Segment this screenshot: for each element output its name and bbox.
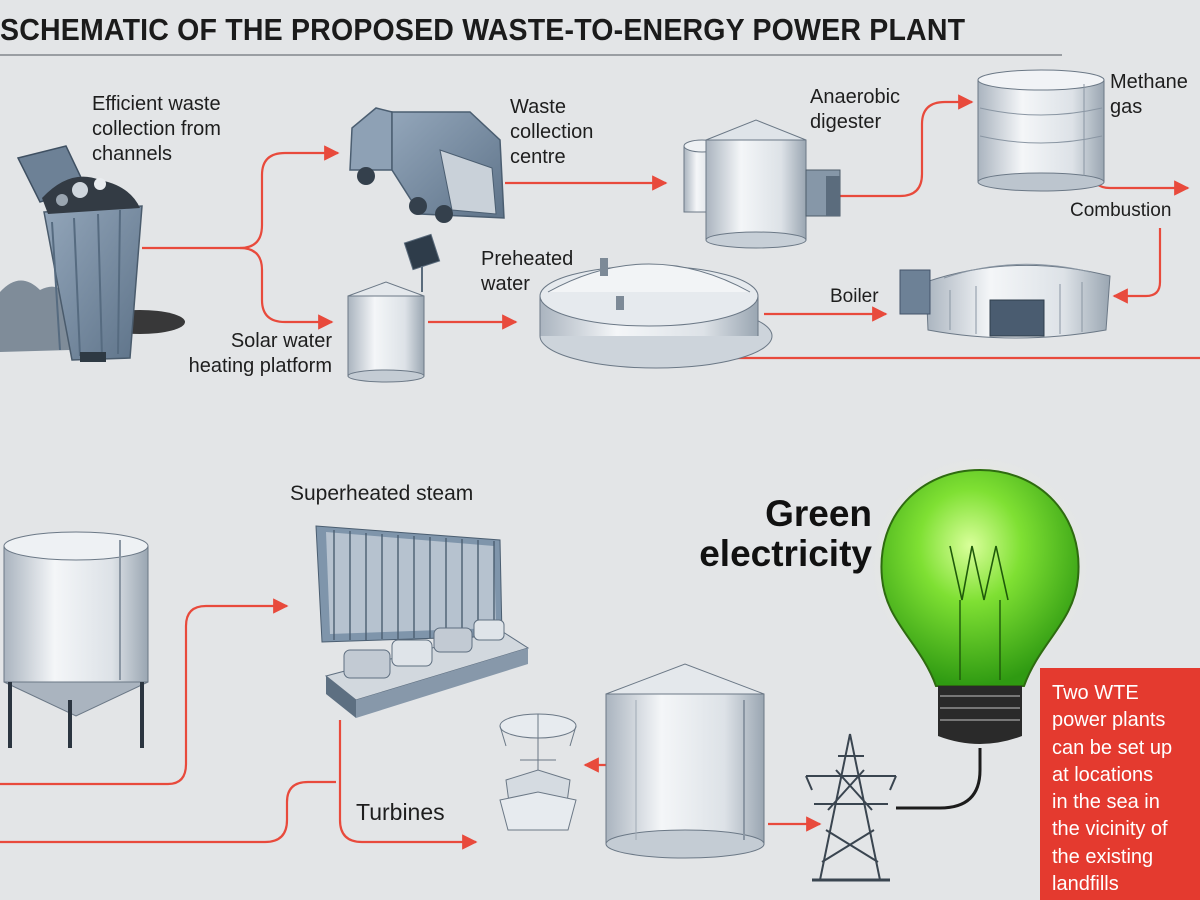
solar-water-heater-icon	[347, 233, 441, 383]
label-solar-platform: Solar water heating platform	[188, 330, 332, 377]
arrow-tank-to-steam	[0, 598, 289, 786]
green-electricity-heading: Green electricity	[699, 493, 872, 574]
arrow-digester-to-gas	[840, 94, 974, 198]
preheated-water-tank-icon	[539, 258, 773, 369]
arrow-combustion-to-boiler	[1112, 228, 1162, 304]
arrow-gas-to-combustion	[1091, 150, 1190, 196]
label-anaerobic-digester: Anaerobic digester	[810, 86, 901, 133]
garbage-truck-icon	[349, 107, 505, 223]
flow-arrows	[0, 94, 1200, 850]
waste-bin-icon	[0, 145, 185, 362]
anaerobic-digester-icon	[683, 119, 841, 249]
label-preheated-water: Preheated water	[481, 248, 574, 295]
page-title: SCHEMATIC OF THE PROPOSED WASTE-TO-ENERG…	[0, 12, 966, 47]
arrow-steam-to-turbines	[338, 720, 478, 850]
methane-gas-tank-icon	[977, 69, 1105, 192]
light-bulb-icon	[868, 454, 1092, 810]
water-tank-icon	[605, 663, 765, 859]
label-waste-centre: Waste collection centre	[510, 96, 594, 168]
superheated-steam-unit-icon	[315, 525, 530, 718]
label-boiler: Boiler	[830, 286, 879, 307]
info-callout-text: Two WTE power plants can be set up at lo…	[1052, 682, 1173, 896]
storage-tank-icon	[3, 531, 149, 748]
label-turbines: Turbines	[356, 799, 445, 825]
arrow-bin-to-truck	[142, 145, 340, 250]
info-callout: Two WTE power plants can be set up at lo…	[1040, 668, 1200, 900]
title-divider	[0, 54, 1062, 56]
label-waste-collection: Efficient waste collection from channels	[92, 93, 221, 165]
label-methane-gas: Methane gas	[1110, 71, 1188, 118]
power-pylon-icon	[805, 733, 897, 882]
turbine-icon	[499, 713, 577, 831]
arrow-left-to-turbines	[0, 780, 336, 844]
arrow-bin-to-solar	[239, 246, 334, 330]
boiler-icon	[899, 263, 1111, 339]
label-combustion: Combustion	[1070, 200, 1172, 221]
label-superheated-steam: Superheated steam	[290, 482, 474, 505]
